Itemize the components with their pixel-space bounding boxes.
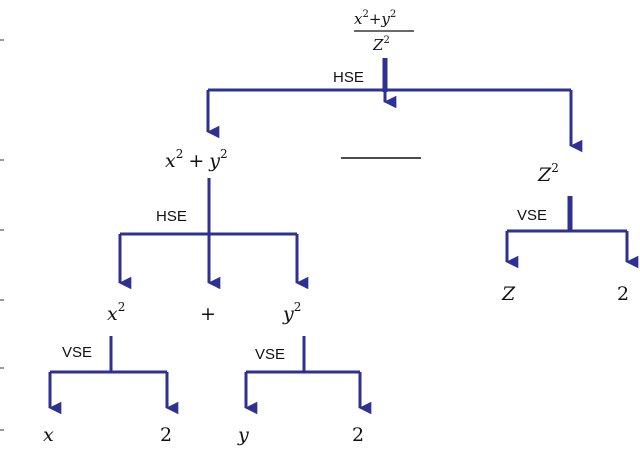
x2-split-connector xyxy=(48,336,179,415)
node-plus: + xyxy=(200,303,216,325)
node-y2: y2 xyxy=(282,300,301,325)
root-denominator-z: Z xyxy=(372,36,384,54)
leaf-x-exp: 2 xyxy=(160,424,172,446)
node-sum: x2+y2 xyxy=(165,147,228,172)
x2-split-label: VSE xyxy=(62,344,92,361)
leaf-y: y xyxy=(237,424,249,446)
y2-split-label: VSE xyxy=(255,346,285,363)
root-numerator-y-exp: 2 xyxy=(390,9,396,20)
leaf-x: x xyxy=(43,424,54,446)
root-numerator-y: y xyxy=(380,10,390,28)
z2-split-label: VSE xyxy=(517,207,547,224)
root-split-label: HSE xyxy=(333,69,364,86)
node-x2: x2 xyxy=(107,300,125,325)
svg-text:x2+y2: x2+y2 xyxy=(354,9,396,28)
z2-split-connector xyxy=(505,196,639,269)
svg-text:Z2: Z2 xyxy=(372,35,390,54)
root-denominator-exp: 2 xyxy=(383,35,389,46)
sum-split-connector xyxy=(118,178,309,290)
y2-split-connector xyxy=(244,336,372,415)
root-fraction: x2+y2 Z2 xyxy=(354,9,414,54)
node-z2: Z2 xyxy=(537,161,559,186)
leaf-z-exp: 2 xyxy=(617,283,629,305)
root-numerator-plus: + xyxy=(369,10,382,28)
root-split-connector xyxy=(206,58,583,153)
sum-split-label: HSE xyxy=(156,208,187,225)
left-edge-marks xyxy=(0,39,4,431)
root-numerator-x-exp: 2 xyxy=(362,9,368,20)
leaf-z: Z xyxy=(501,283,516,305)
leaf-y-exp: 2 xyxy=(352,424,364,446)
root-numerator-x: x xyxy=(354,10,363,28)
